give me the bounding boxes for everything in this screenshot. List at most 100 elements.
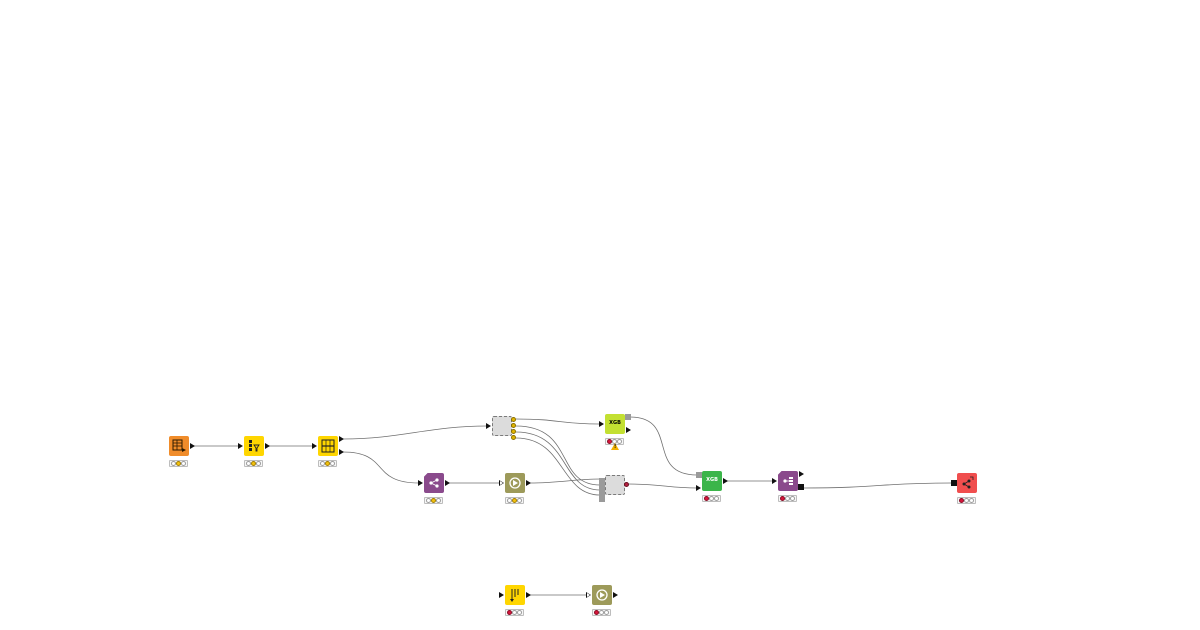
predictor-icon	[429, 478, 439, 488]
status-light-red	[594, 610, 599, 615]
warning-icon[interactable]	[611, 443, 619, 450]
scorer-icon	[596, 589, 608, 601]
status-light-red	[171, 461, 176, 466]
model-writer-icon	[962, 476, 974, 489]
input-port[interactable]	[499, 480, 504, 486]
scorer-icon	[509, 477, 521, 489]
output-port[interactable]	[190, 443, 195, 449]
status-light-yellow	[325, 461, 330, 466]
node-component-mid-body[interactable]	[605, 475, 625, 495]
data-input-port[interactable]	[696, 485, 701, 491]
connection-component-mid-to-xgb-predictor[interactable]	[627, 483, 698, 489]
node-table-manipulator[interactable]	[499, 585, 531, 605]
node-component-top-body[interactable]	[492, 416, 512, 436]
node-xgb-learner-label: XGB	[609, 420, 621, 426]
status-light-yellow	[964, 498, 969, 503]
connection-component-flow-2[interactable]	[515, 431, 601, 491]
node-predictor-b[interactable]	[772, 471, 804, 491]
connection-component-to-xgb-learner[interactable]	[515, 418, 600, 425]
flow-variable-port-2[interactable]	[511, 423, 516, 428]
status-light-yellow	[176, 461, 181, 466]
output-port-first[interactable]	[339, 436, 344, 442]
sorter-icon	[510, 589, 519, 602]
output-port[interactable]	[624, 482, 629, 487]
predictor-icon	[783, 477, 793, 485]
connection-partition-to-component[interactable]	[342, 425, 488, 440]
table-reader-icon	[172, 439, 186, 452]
input-port[interactable]	[238, 443, 243, 449]
model-input-port[interactable]	[951, 480, 957, 486]
model-output-port[interactable]	[625, 414, 631, 420]
flow-input-port-2[interactable]	[599, 484, 605, 490]
output-port[interactable]	[723, 478, 728, 484]
flow-variable-port-3[interactable]	[511, 429, 516, 434]
status-light-red	[426, 498, 431, 503]
node-xgb-predictor[interactable]: XGB	[696, 471, 728, 491]
status-light-green	[790, 496, 795, 501]
node-xgb-predictor-body[interactable]	[702, 471, 722, 491]
connection-partition-to-predictor[interactable]	[342, 451, 420, 484]
output-port-second[interactable]	[339, 449, 344, 455]
status-light-red	[246, 461, 251, 466]
flow-input-port-4[interactable]	[599, 496, 605, 502]
node-csv-reader[interactable]	[169, 436, 195, 456]
node-model-writer-status	[957, 497, 976, 504]
status-light-green	[181, 461, 186, 466]
status-light-green	[617, 439, 622, 444]
node-xgb-predictor-status	[702, 495, 721, 502]
flow-variable-port-4[interactable]	[511, 435, 516, 440]
node-scorer-b[interactable]	[586, 585, 618, 605]
status-light-yellow	[599, 610, 604, 615]
node-partitioning[interactable]	[312, 436, 344, 456]
node-model-writer[interactable]	[951, 473, 977, 493]
output-port[interactable]	[613, 592, 618, 598]
input-port[interactable]	[586, 592, 591, 598]
node-predictor-a-body[interactable]	[424, 473, 444, 493]
input-port[interactable]	[418, 480, 423, 486]
output-port[interactable]	[626, 427, 631, 433]
node-predictor-a[interactable]	[418, 473, 450, 493]
input-port[interactable]	[312, 443, 317, 449]
node-xgb-learner[interactable]: XGB	[599, 414, 631, 434]
node-predictor-b-status	[778, 495, 797, 502]
connection-xgb-learner-to-xgb-predictor[interactable]	[629, 416, 698, 476]
flow-variable-port-1[interactable]	[511, 417, 516, 422]
node-scorer-a-status	[505, 497, 524, 504]
connection-scorer-to-component-mid[interactable]	[529, 478, 601, 484]
output-port[interactable]	[526, 592, 531, 598]
flow-input-port-1[interactable]	[599, 478, 605, 484]
output-port[interactable]	[265, 443, 270, 449]
output-port[interactable]	[526, 480, 531, 486]
node-xgb-learner-body[interactable]	[605, 414, 625, 434]
input-port[interactable]	[772, 478, 777, 484]
status-light-green	[517, 610, 522, 615]
output-port[interactable]	[445, 480, 450, 486]
connection-component-flow-1[interactable]	[515, 425, 601, 486]
input-port[interactable]	[599, 421, 604, 427]
status-light-green	[256, 461, 261, 466]
node-column-filter[interactable]	[238, 436, 270, 456]
input-port[interactable]	[486, 423, 491, 429]
connection-predictor-b-to-model-writer[interactable]	[801, 482, 952, 489]
node-scorer-a[interactable]	[499, 473, 531, 493]
node-component-mid[interactable]	[599, 475, 629, 502]
model-input-port[interactable]	[696, 472, 702, 478]
status-light-yellow	[251, 461, 256, 466]
node-component-top[interactable]	[486, 416, 516, 440]
status-light-red	[507, 498, 512, 503]
connection-component-flow-3[interactable]	[515, 437, 601, 496]
node-model-writer-body[interactable]	[957, 473, 977, 493]
node-table-manipulator-status	[505, 609, 524, 616]
status-light-yellow	[512, 498, 517, 503]
status-light-yellow	[785, 496, 790, 501]
input-port[interactable]	[499, 592, 504, 598]
status-light-green	[714, 496, 719, 501]
model-output-port[interactable]	[798, 484, 804, 490]
output-port[interactable]	[799, 471, 804, 477]
status-light-yellow	[431, 498, 436, 503]
node-predictor-a-status	[424, 497, 443, 504]
flow-input-port-3[interactable]	[599, 490, 605, 496]
status-light-green	[604, 610, 609, 615]
